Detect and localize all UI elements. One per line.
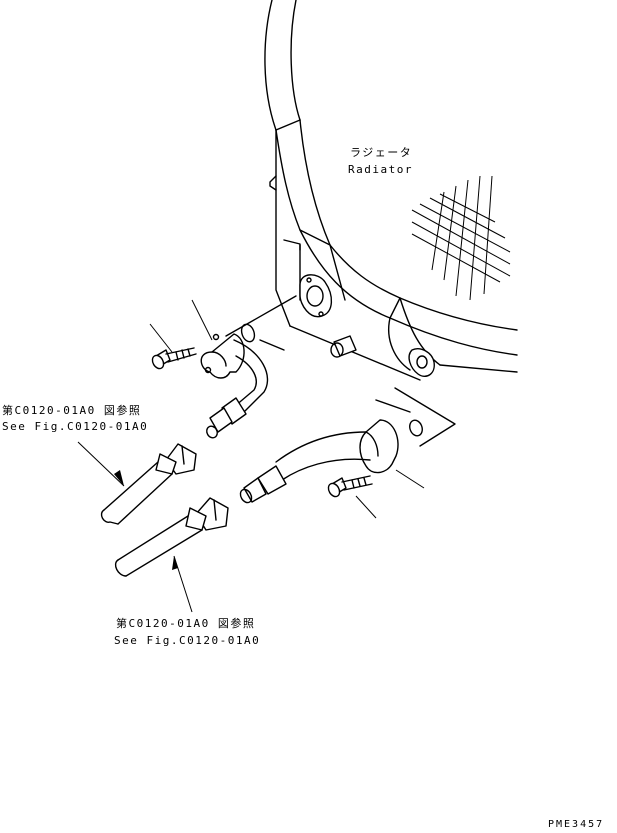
frame-lower-flange — [408, 348, 435, 378]
upper-mount-plane — [225, 295, 297, 351]
lower-hose — [114, 497, 229, 577]
upper-hose — [100, 443, 197, 525]
upper-bolt — [151, 347, 197, 370]
reference-1-en: See Fig.C0120-01A0 — [2, 420, 149, 433]
drawing-code: PME3457 — [548, 819, 605, 830]
upper-pipe-assembly — [200, 333, 269, 439]
lower-leaders — [355, 469, 425, 519]
lower-bolt — [327, 475, 373, 498]
upper-o-ring — [240, 323, 256, 343]
ref2-arrow — [172, 555, 193, 613]
radiator-label-en: Radiator — [348, 163, 413, 176]
lower-pipe-assembly — [239, 419, 399, 504]
reference-2-jp: 第C0120-01A0 図参照 — [116, 617, 256, 630]
radiator-label-jp: ラジェータ — [350, 146, 413, 159]
lower-o-ring — [409, 419, 423, 437]
radiator-frame — [264, 0, 518, 381]
frame-flange — [299, 274, 333, 318]
frame-boss — [330, 335, 357, 358]
reference-1-jp: 第C0120-01A0 図参照 — [2, 404, 142, 417]
upper-leaders — [149, 299, 213, 353]
radiator-core-hatch — [411, 175, 511, 301]
lower-mount-plane — [375, 387, 456, 447]
reference-2-en: See Fig.C0120-01A0 — [114, 634, 261, 647]
ref1-arrow — [77, 441, 125, 487]
